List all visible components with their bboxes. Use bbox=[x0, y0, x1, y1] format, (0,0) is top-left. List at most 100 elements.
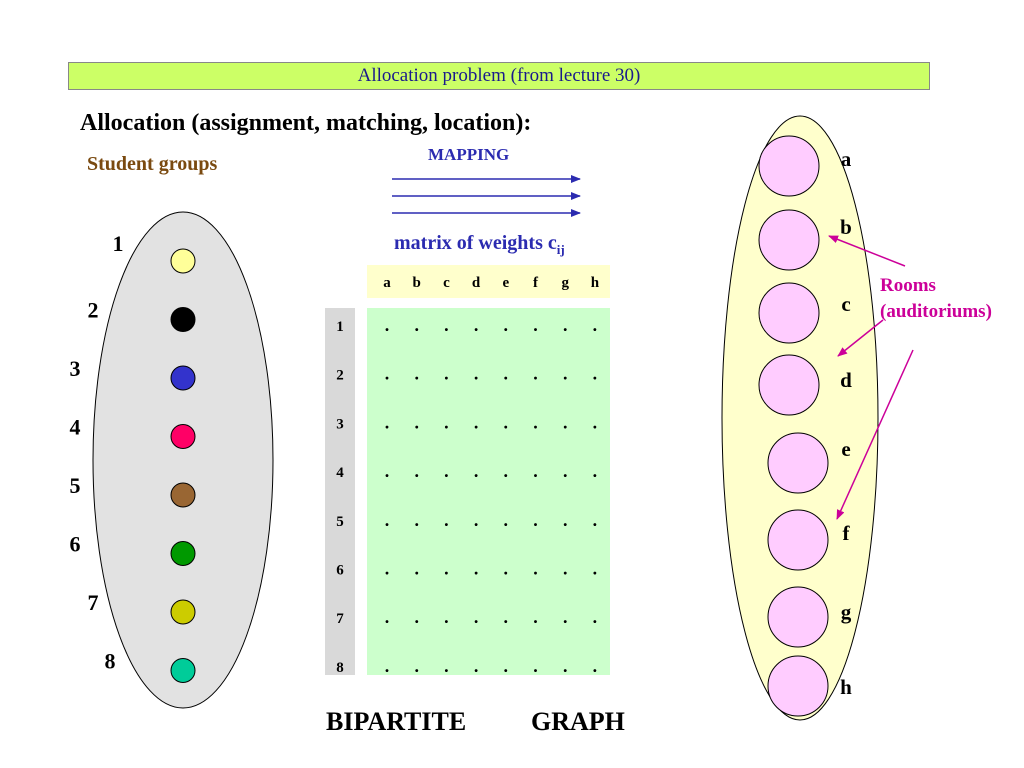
matrix-cell-5-h: . bbox=[593, 510, 598, 530]
matrix-row-5: 5 bbox=[336, 514, 344, 530]
matrix-cell-3-f: . bbox=[533, 412, 538, 432]
matrix-cell-2-d: . bbox=[474, 364, 479, 384]
matrix-cell-2-e: . bbox=[504, 364, 509, 384]
matrix-cell-8-c: . bbox=[444, 656, 449, 676]
room-circle-e bbox=[767, 432, 829, 494]
matrix-column-header bbox=[367, 265, 610, 298]
rooms-arrow-to-b bbox=[828, 235, 906, 267]
room-letter-f: f bbox=[843, 521, 851, 545]
room-letter-c: c bbox=[841, 292, 850, 316]
matrix-cell-7-g: . bbox=[563, 607, 568, 627]
matrix-cell-6-b: . bbox=[414, 559, 419, 579]
rooms-arrow-to-d bbox=[837, 319, 884, 357]
group-dot-4 bbox=[170, 424, 196, 449]
matrix-col-g: g bbox=[561, 275, 569, 291]
group-dot-1 bbox=[170, 248, 196, 274]
room-letter-h: h bbox=[840, 675, 852, 699]
room-circle-f bbox=[767, 509, 829, 571]
group-dot-7 bbox=[170, 599, 196, 625]
matrix-cell-2-h: . bbox=[593, 364, 598, 384]
group-dot-3 bbox=[170, 365, 196, 391]
matrix-row-7: 7 bbox=[336, 611, 344, 627]
matrix-row-1: 1 bbox=[336, 319, 344, 335]
matrix-cell-3-a: . bbox=[385, 412, 390, 432]
matrix-cell-5-b: . bbox=[414, 510, 419, 530]
matrix-cell-1-d: . bbox=[474, 315, 479, 335]
matrix-cell-7-a: . bbox=[385, 607, 390, 627]
group-dot-6 bbox=[170, 541, 196, 566]
matrix-body bbox=[367, 308, 610, 675]
matrix-col-b: b bbox=[413, 275, 421, 291]
matrix-cell-2-b: . bbox=[414, 364, 419, 384]
matrix-cell-2-g: . bbox=[563, 364, 568, 384]
group-number-3: 3 bbox=[70, 356, 81, 381]
matrix-cell-8-f: . bbox=[533, 656, 538, 676]
matrix-cell-6-d: . bbox=[474, 559, 479, 579]
rooms-layer: a b c d e f g h bbox=[758, 135, 852, 717]
group-number-4: 4 bbox=[70, 415, 81, 440]
matrix-cell-7-c: . bbox=[444, 607, 449, 627]
rooms-arrow-to-f bbox=[836, 349, 914, 520]
matrix-cell-1-c: . bbox=[444, 315, 449, 335]
matrix-cell-4-b: . bbox=[414, 461, 419, 481]
matrix-cell-3-h: . bbox=[593, 412, 598, 432]
group-number-6: 6 bbox=[70, 532, 81, 557]
rooms-oval bbox=[721, 115, 879, 721]
matrix-cell-2-a: . bbox=[385, 364, 390, 384]
matrix-col-f: f bbox=[533, 275, 539, 291]
matrix-col-c: c bbox=[443, 275, 450, 291]
room-letter-a: a bbox=[841, 147, 852, 171]
title-text: Allocation problem (from lecture 30) bbox=[357, 65, 641, 86]
matrix-row-3: 3 bbox=[336, 416, 344, 432]
matrix-cell-1-f: . bbox=[533, 315, 538, 335]
matrix-cell-2-f: . bbox=[533, 364, 538, 384]
group-number-2: 2 bbox=[88, 298, 99, 323]
matrix-cell-4-h: . bbox=[593, 461, 598, 481]
matrix-cell-6-e: . bbox=[504, 559, 509, 579]
rooms-pointer-arrows bbox=[828, 235, 914, 520]
mapping-label: MAPPING bbox=[428, 145, 510, 164]
matrix-row-2: 2 bbox=[336, 368, 344, 384]
matrix-cell-4-g: . bbox=[563, 461, 568, 481]
group-number-7: 7 bbox=[88, 590, 99, 615]
matrix-cell-3-c: . bbox=[444, 412, 449, 432]
matrix-cell-7-f: . bbox=[533, 607, 538, 627]
matrix-cell-3-e: . bbox=[504, 412, 509, 432]
room-letter-g: g bbox=[841, 600, 852, 624]
student-groups-label: Student groups bbox=[87, 153, 218, 175]
matrix-cell-8-d: . bbox=[474, 656, 479, 676]
matrix-cell-8-h: . bbox=[593, 656, 598, 676]
matrix-cell-5-d: . bbox=[474, 510, 479, 530]
matrix-cell-4-d: . bbox=[474, 461, 479, 481]
heading: Allocation (assignment, matching, locati… bbox=[80, 110, 532, 136]
matrix-cell-7-b: . bbox=[414, 607, 419, 627]
matrix-cell-7-h: . bbox=[593, 607, 598, 627]
matrix-cell-1-h: . bbox=[593, 315, 598, 335]
matrix-cell-1-e: . bbox=[504, 315, 509, 335]
matrix-cell-6-g: . bbox=[563, 559, 568, 579]
room-circle-c bbox=[758, 282, 820, 344]
room-letter-d: d bbox=[840, 368, 852, 392]
room-circle-g bbox=[767, 586, 829, 648]
matrix-cell-6-h: . bbox=[593, 559, 598, 579]
matrix-col-e: e bbox=[502, 275, 509, 291]
room-circle-b bbox=[758, 209, 820, 271]
mapping-arrows bbox=[392, 175, 581, 217]
matrix-cell-7-e: . bbox=[504, 607, 509, 627]
matrix-cell-4-c: . bbox=[444, 461, 449, 481]
group-number-5: 5 bbox=[70, 473, 81, 498]
matrix-cell-4-a: . bbox=[385, 461, 390, 481]
room-letter-e: e bbox=[841, 437, 850, 461]
matrix-cell-1-a: . bbox=[385, 315, 390, 335]
rooms-label: Rooms (auditoriums) bbox=[880, 273, 992, 325]
group-dot-2 bbox=[170, 307, 196, 332]
matrix-label: matrix of weights cij bbox=[394, 232, 565, 258]
matrix-cell-8-g: . bbox=[563, 656, 568, 676]
group-dot-5 bbox=[170, 482, 196, 508]
matrix-row-8: 8 bbox=[336, 660, 344, 676]
matrix-col-d: d bbox=[472, 275, 481, 291]
matrix-col-a: a bbox=[383, 275, 391, 291]
room-letter-b: b bbox=[840, 215, 852, 239]
matrix-row-4: 4 bbox=[336, 465, 344, 481]
